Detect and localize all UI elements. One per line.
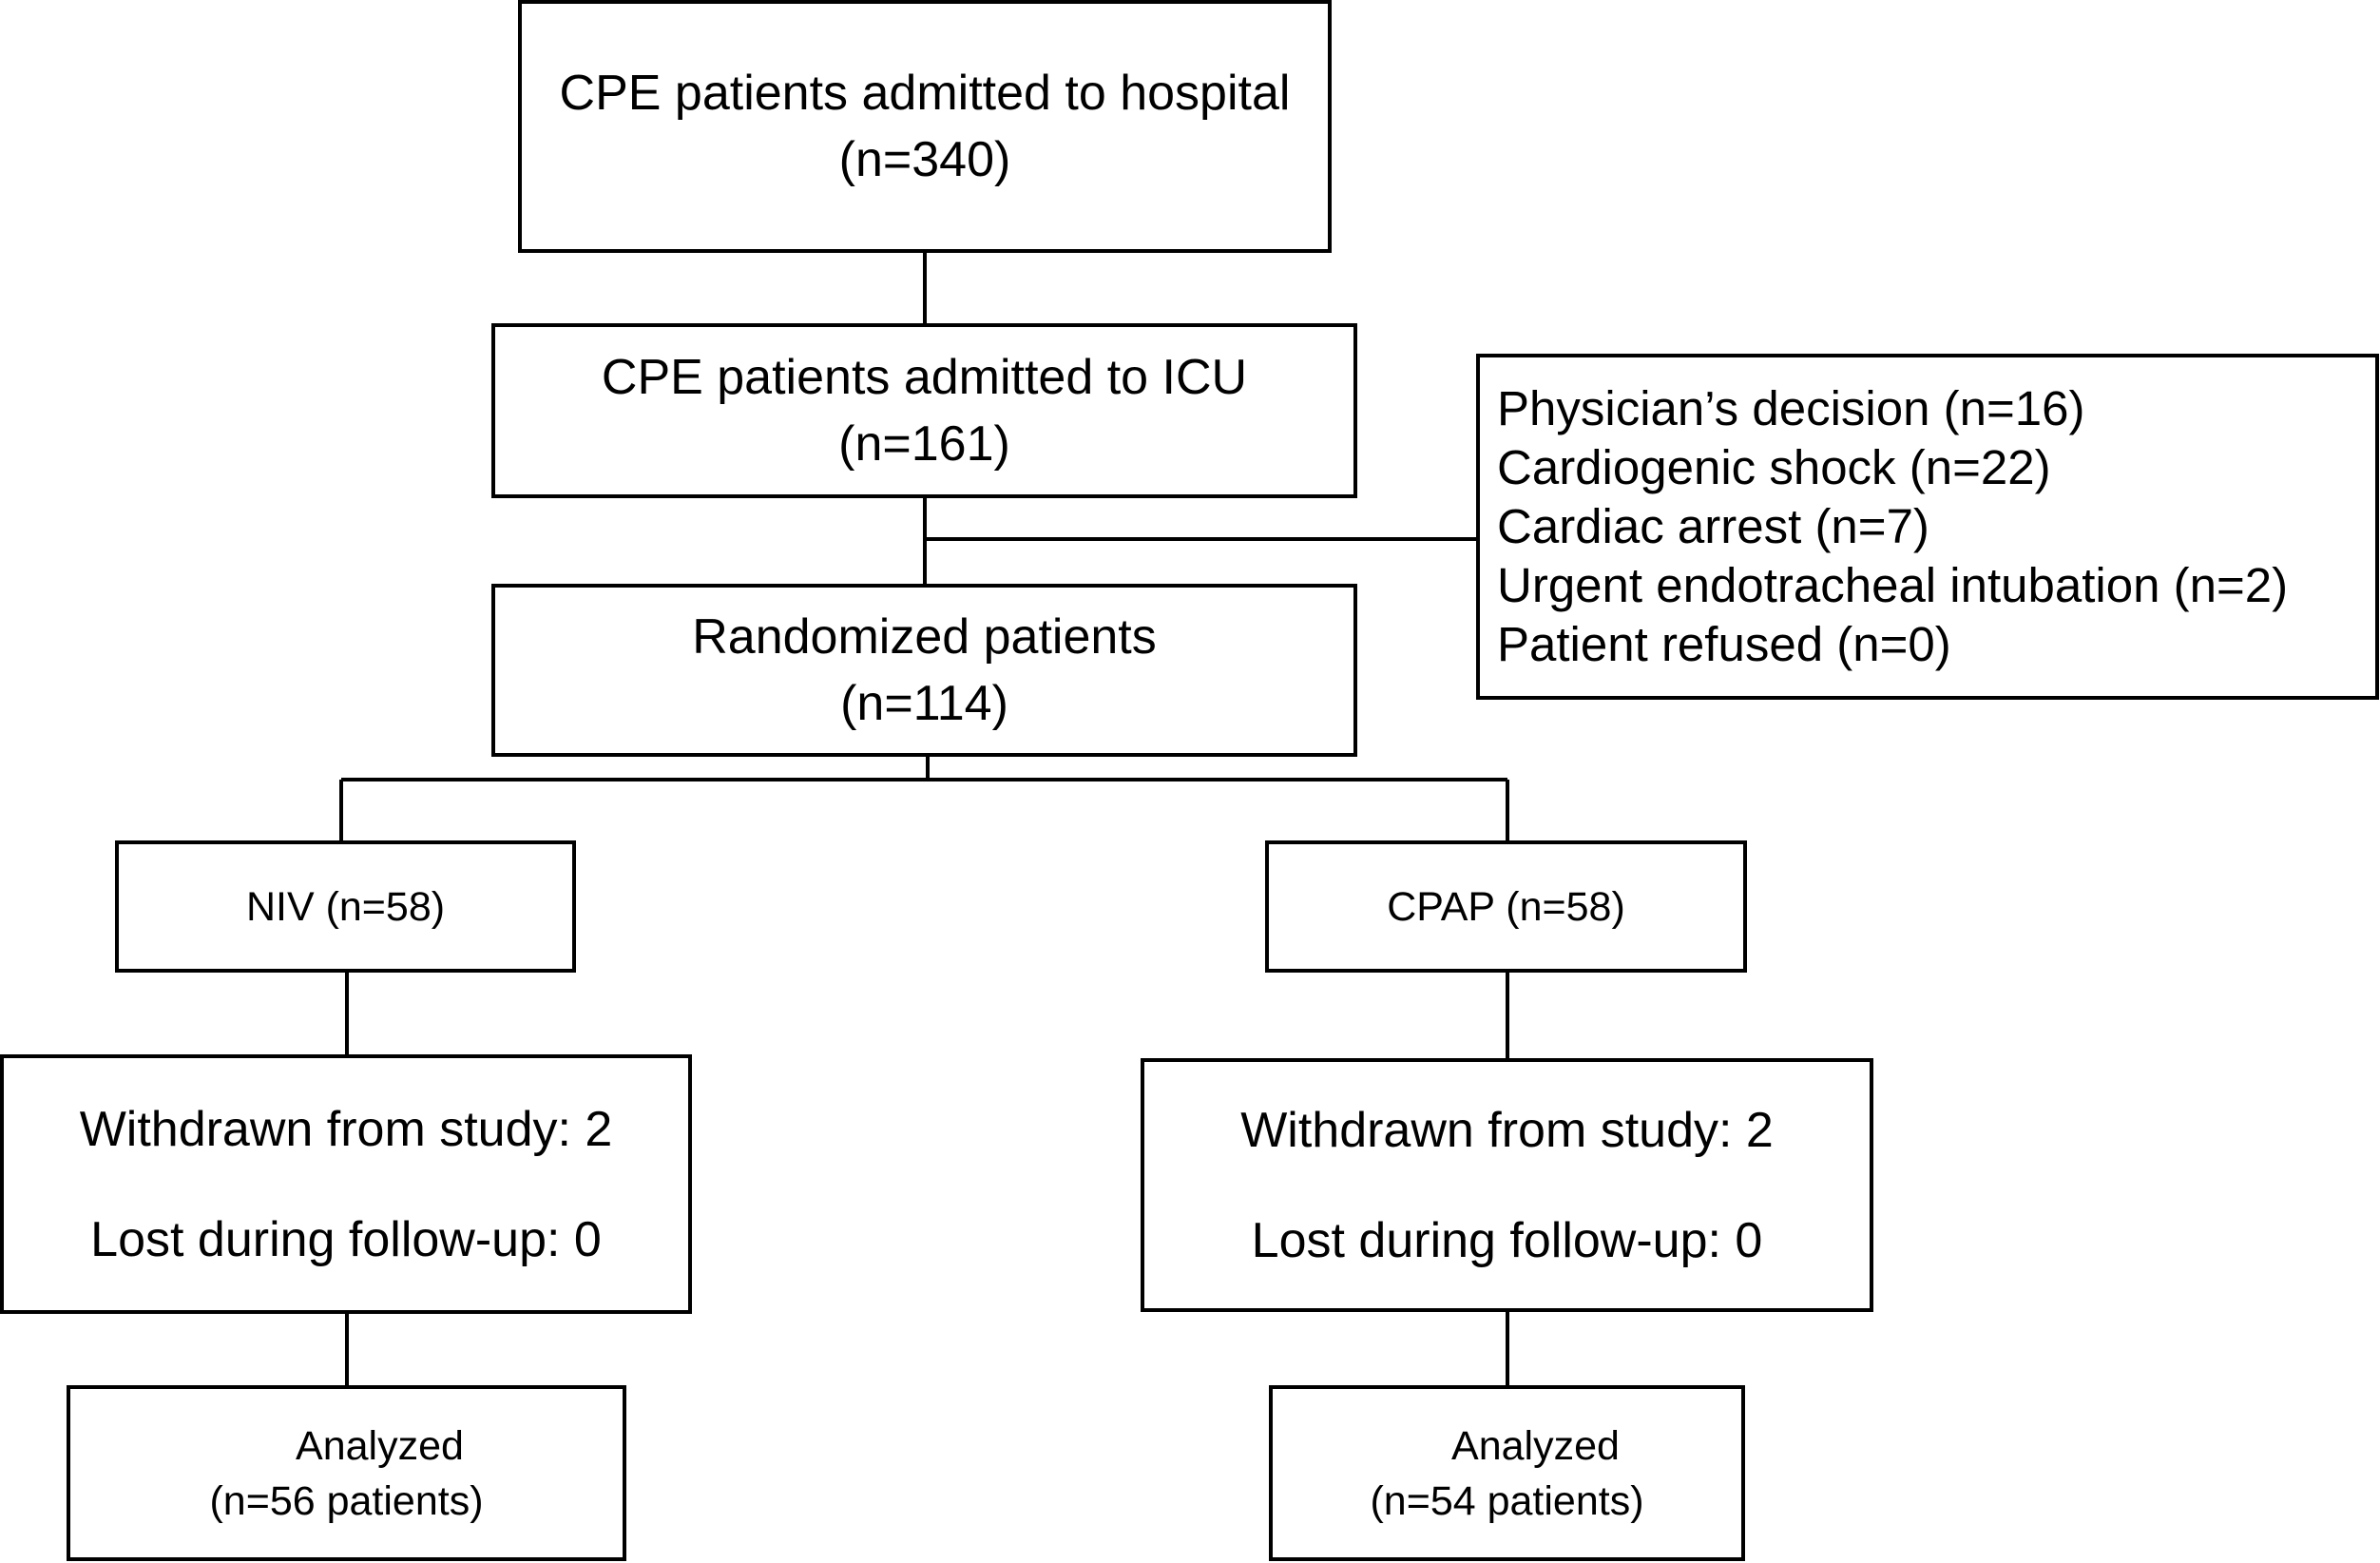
randomized-title: Randomized patients [692,609,1157,665]
cpap-analyzed-count: (n=54 patients) [1370,1477,1644,1524]
exclusion-item: Urgent endotracheal intubation (n=2) [1497,558,2289,612]
box-niv-analyzed: Analyzed (n=56 patients) [67,1385,626,1561]
exclusion-item: Physician’s decision (n=16) [1497,381,2085,435]
box-niv-arm: NIV (n=58) [115,840,576,973]
box-randomized: Randomized patients (n=114) [491,584,1357,757]
niv-analyzed-count: (n=56 patients) [209,1477,484,1524]
box-icu-admissions: CPE patients admitted to ICU (n=161) [491,323,1357,498]
exclusion-item: Cardiac arrest (n=7) [1497,499,1929,553]
icu-title: CPE patients admitted to ICU [601,350,1248,405]
exclusion-item: Patient refused (n=0) [1497,617,1951,671]
niv-lost: Lost during follow-up: 0 [90,1211,602,1267]
niv-withdrawn: Withdrawn from study: 2 [79,1101,613,1157]
icu-count: (n=161) [838,416,1010,472]
cpap-withdrawn: Withdrawn from study: 2 [1240,1102,1774,1158]
hospital-count: (n=340) [838,132,1011,187]
box-niv-followup: Withdrawn from study: 2 Lost during foll… [0,1054,692,1314]
box-hospital-admissions: CPE patients admitted to hospital (n=340… [518,0,1332,253]
cpap-label: CPAP (n=58) [1387,883,1625,930]
cpap-analyzed-title: Analyzed [1451,1422,1620,1469]
cpap-lost: Lost during follow-up: 0 [1251,1212,1763,1268]
niv-label: NIV (n=58) [245,883,446,930]
box-exclusions: Physician’s decision (n=16) Cardiogenic … [1476,354,2379,700]
box-cpap-arm: CPAP (n=58) [1265,840,1747,973]
box-cpap-followup: Withdrawn from study: 2 Lost during foll… [1141,1058,1873,1312]
box-cpap-analyzed: Analyzed (n=54 patients) [1269,1385,1745,1561]
exclusion-item: Cardiogenic shock (n=22) [1497,440,2051,494]
niv-analyzed-title: Analyzed [296,1422,464,1469]
randomized-count: (n=114) [840,676,1008,731]
hospital-title: CPE patients admitted to hospital [559,66,1291,121]
